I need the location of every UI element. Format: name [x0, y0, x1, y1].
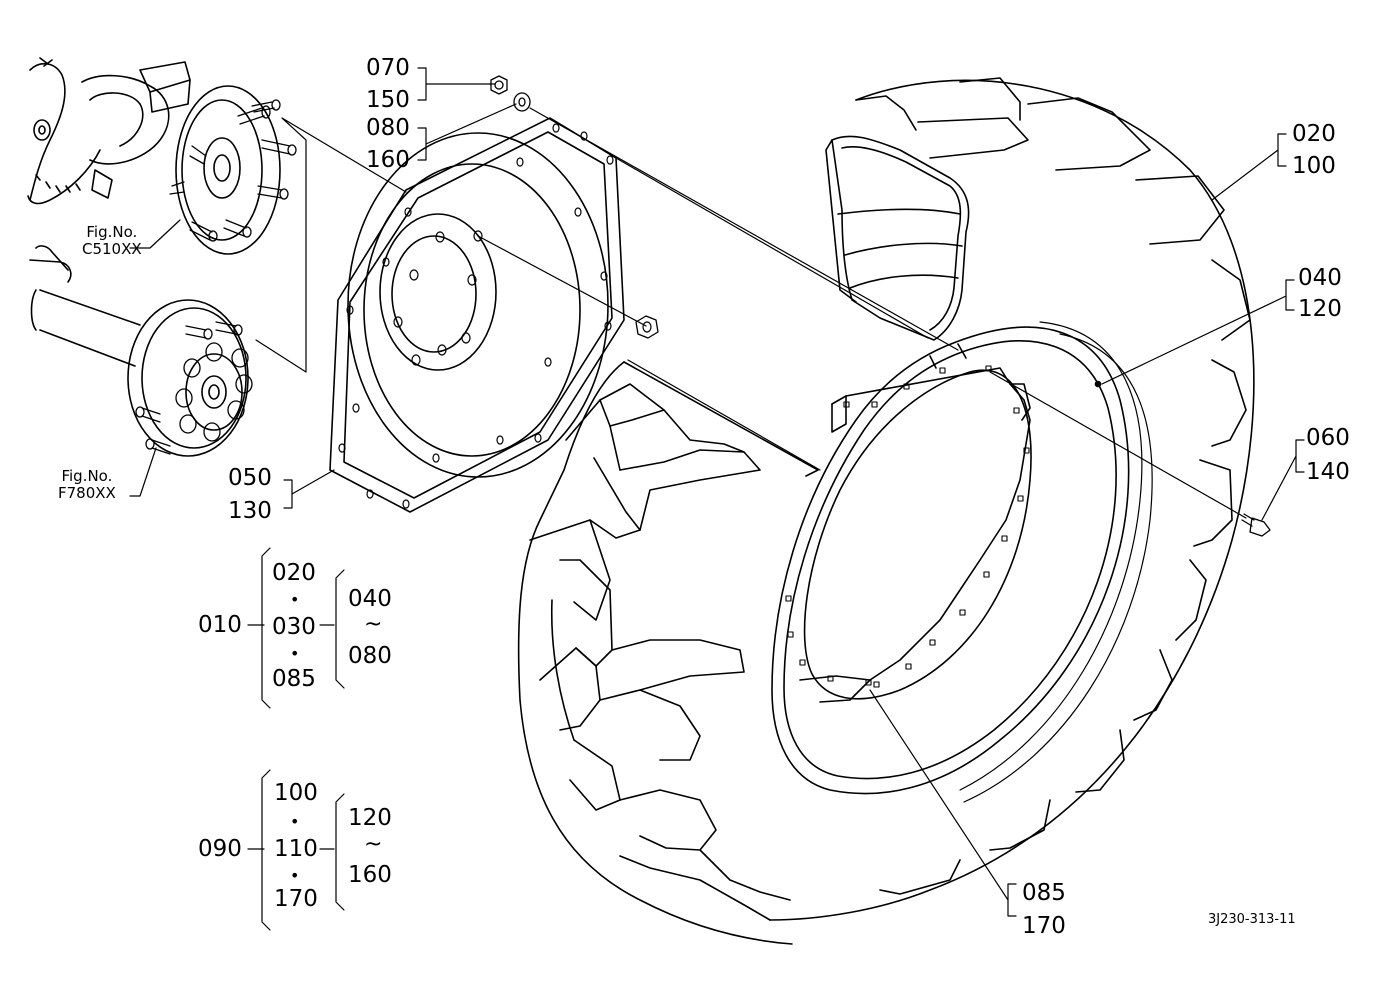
callout-070: 070 — [366, 55, 410, 81]
figure-reference-f780xx: Fig.No. F780XX — [58, 467, 116, 503]
callout-100: 100 — [1292, 153, 1336, 179]
assembly-member: 085 — [272, 666, 316, 692]
assembly-member: 170 — [274, 886, 318, 912]
wheel-disc-drawing — [329, 117, 659, 513]
separator-dot: • — [290, 644, 300, 663]
wheel-rim-drawing — [771, 321, 1153, 803]
bolt-drawing — [1241, 513, 1271, 537]
callout-leader-lines — [129, 67, 1305, 917]
assembly-brace-lines — [247, 547, 345, 931]
callout-040: 040 — [1298, 265, 1342, 291]
figure-ref-label: Fig.No. — [86, 223, 138, 241]
assembly-number: 010 — [198, 612, 242, 638]
rear-axle-hub-drawing — [29, 245, 253, 457]
range-end: 160 — [348, 862, 392, 888]
callout-020: 020 — [1292, 121, 1336, 147]
figure-ref-code: F780XX — [58, 484, 116, 503]
separator-dot: • — [290, 866, 300, 885]
assembly-number: 090 — [198, 836, 242, 862]
callout-060: 060 — [1306, 425, 1350, 451]
assembly-leader-lines — [477, 107, 1247, 519]
assembly-member: 020 — [272, 560, 316, 586]
nut-and-washer-drawing — [490, 75, 531, 112]
tire-drawing — [769, 77, 1255, 921]
callout-130: 130 — [228, 498, 272, 524]
callout-085: 085 — [1022, 880, 1066, 906]
front-axle-hub-drawing — [27, 57, 297, 255]
callout-150: 150 — [366, 87, 410, 113]
separator-dot: • — [290, 812, 300, 831]
assembly-member: 110 — [274, 836, 318, 862]
range-start: 120 — [348, 805, 392, 831]
range-tilde: ~ — [364, 832, 383, 857]
range-start: 040 — [348, 586, 392, 612]
callout-170: 170 — [1022, 913, 1066, 939]
figure-ref-label: Fig.No. — [61, 467, 113, 485]
separator-dot: • — [290, 590, 300, 609]
range-tilde: ~ — [364, 612, 383, 637]
callout-080: 080 — [366, 115, 410, 141]
callout-160: 160 — [366, 147, 410, 173]
tire-tread-left-drawing — [517, 361, 819, 945]
callout-140: 140 — [1306, 459, 1350, 485]
callout-050: 050 — [228, 465, 272, 491]
callout-120: 120 — [1298, 296, 1342, 322]
hub-connection-lines — [255, 117, 407, 373]
figure-ref-code: C510XX — [82, 240, 142, 259]
assembly-member: 100 — [274, 780, 318, 806]
assembly-member: 030 — [272, 614, 316, 640]
figure-reference-c510xx: Fig.No. C510XX — [82, 223, 142, 259]
range-end: 080 — [348, 643, 392, 669]
drawing-code: 3J230-313-11 — [1208, 912, 1296, 927]
